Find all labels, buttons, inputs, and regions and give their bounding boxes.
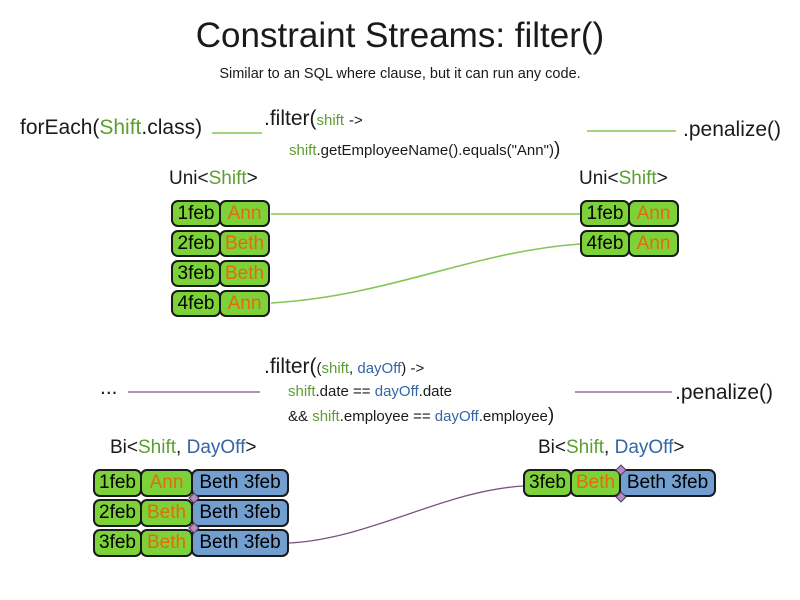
table-row: 1feb Ann [580,200,679,227]
shift-employee-cell: Ann [140,469,193,497]
uni-left-label-suffix: > [246,168,258,189]
bi-filter-line1: .filter((shift, dayOff) -> [264,355,424,379]
bi-penalize: .penalize() [675,381,774,404]
bi-cond2-param1: shift [312,408,340,425]
bi-left-label-type1: Shift [138,437,177,458]
uni-filter-line2: shift.getEmployeeName().equals("Ann")) [289,139,560,161]
shift-date-cell: 1feb [93,469,142,497]
uni-filter-body-param: shift [289,142,317,159]
uni-right-label-suffix: > [656,168,668,189]
uni-left-label-type: Shift [208,168,247,189]
uni-left-label-prefix: Uni< [169,168,209,189]
shift-date-cell: 2feb [93,499,142,527]
bi-source-ellipsis: ... [100,376,118,399]
table-row: 3feb Beth Beth 3feb [523,469,716,497]
uni-right-label-prefix: Uni< [579,168,619,189]
connector-4feb-ann [270,243,581,304]
shift-date-cell: 1feb [171,200,221,227]
shift-employee-cell: Beth [140,529,193,557]
uni-penalize: .penalize() [683,118,782,141]
table-row: 4feb Ann [580,230,679,257]
bi-left-label-suffix: > [245,437,257,458]
bi-filter-param1: shift [321,360,350,377]
shift-employee-cell: Ann [628,230,679,257]
foreach-type-shift: Shift [99,116,142,139]
dayoff-cell: Beth 3feb [619,469,716,497]
bi-cond1-end: .date [418,383,453,400]
bi-cond1-mid: .date == [315,383,375,400]
bi-cond2-param2: dayOff [434,408,479,425]
dayoff-cell: Beth 3feb [191,469,289,497]
bi-cond2-end: .employee [478,408,548,425]
shift-employee-cell: Beth [219,260,270,287]
bi-right-label-comma: , [604,437,615,458]
bi-filter-open-paren: ( [316,360,322,377]
foreach-prefix: forEach( [20,116,100,139]
uni-filter-param: shift [316,112,345,129]
uni-right-label-type: Shift [618,168,657,189]
shift-date-cell: 3feb [93,529,142,557]
dayoff-cell: Beth 3feb [191,529,289,557]
uni-filter-close-paren: ) [553,139,561,160]
bi-cond1-param1: shift [288,383,316,400]
shift-date-cell: 4feb [580,230,630,257]
bi-filter-param2: dayOff [357,360,402,377]
bi-filter-close-params: ) [401,360,411,377]
bi-cond1-param2: dayOff [374,383,419,400]
bi-right-label-type1: Shift [566,437,605,458]
uni-filter-arrow: -> [349,112,363,129]
bi-filter-method: .filter( [264,355,317,378]
shift-date-cell: 3feb [523,469,572,497]
uni-right-table-label: Uni<Shift> [579,168,668,190]
bi-filter-comma: , [349,360,358,377]
table-row: 4feb Ann [171,290,270,317]
table-row: 2feb Beth [171,230,270,257]
shift-employee-cell: Beth [570,469,621,497]
bi-filter-line2: shift.date == dayOff.date [288,383,452,401]
shift-employee-cell: Ann [219,200,270,227]
shift-date-cell: 3feb [171,260,221,287]
uni-filter-method: .filter( [264,107,317,130]
foreach-expression: forEach(Shift.class) [20,116,202,140]
shift-date-cell: 2feb [171,230,221,257]
bi-filter-close-paren: ) [547,405,555,426]
bi-right-table-label: Bi<Shift, DayOff> [538,437,684,459]
shift-employee-cell: Ann [628,200,679,227]
shift-employee-cell: Beth [140,499,193,527]
shift-employee-cell: Beth [219,230,270,257]
table-row: 3feb Beth Beth 3feb [93,529,289,557]
connector-3feb-beth [288,485,525,544]
table-row: 3feb Beth [171,260,270,287]
bi-right-label-prefix: Bi< [538,437,566,458]
table-row: 1feb Ann Beth 3feb [93,469,289,497]
slide-title: Constraint Streams: filter() [195,16,605,55]
bi-cond2-mid: .employee == [339,408,435,425]
shift-date-cell: 4feb [171,290,221,317]
table-row: 1feb Ann [171,200,270,227]
bi-right-label-type2: DayOff [614,437,674,458]
table-row: 2feb Beth Beth 3feb [93,499,289,527]
foreach-suffix: .class) [141,116,203,139]
shift-date-cell: 1feb [580,200,630,227]
bi-right-label-suffix: > [673,437,685,458]
bi-left-label-comma: , [176,437,187,458]
slide-subtitle: Similar to an SQL where clause, but it c… [219,66,581,82]
uni-filter-body: .getEmployeeName().equals("Ann") [316,142,554,159]
bi-filter-arrow: -> [410,360,425,377]
uni-left-table-label: Uni<Shift> [169,168,258,190]
bi-filter-line3: && shift.employee == dayOff.employee) [288,405,554,427]
uni-filter-line1: .filter(shift-> [264,107,363,131]
bi-left-label-type2: DayOff [186,437,246,458]
bi-left-table-label: Bi<Shift, DayOff> [110,437,256,459]
shift-employee-cell: Ann [219,290,270,317]
bi-cond2-prefix: && [288,408,313,425]
bi-left-label-prefix: Bi< [110,437,138,458]
dayoff-cell: Beth 3feb [191,499,289,527]
